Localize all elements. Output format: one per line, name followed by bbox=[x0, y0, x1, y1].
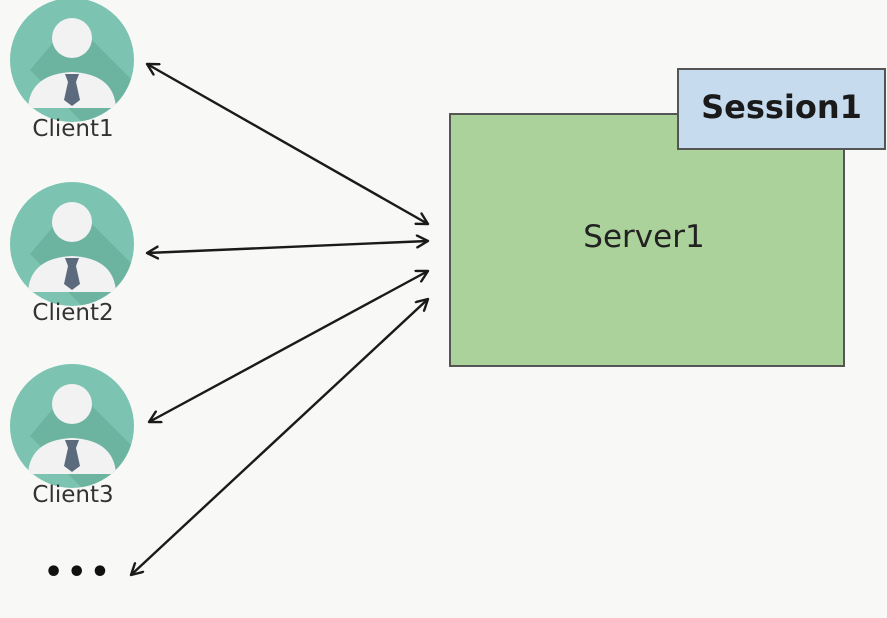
client-node-3: Client3 bbox=[0, 364, 134, 516]
client-label: Client3 bbox=[32, 482, 114, 508]
client-node-1: Client1 bbox=[0, 0, 134, 150]
arrow-client2-server bbox=[147, 241, 428, 253]
arrow-more-server bbox=[131, 299, 428, 575]
user-avatar-icon bbox=[10, 182, 134, 306]
user-avatar-icon bbox=[10, 364, 134, 488]
client-label: Client2 bbox=[32, 300, 114, 326]
session-label: Session1 bbox=[701, 88, 862, 126]
more-clients-ellipsis: ••• bbox=[44, 555, 114, 590]
session-box: Session1 bbox=[677, 68, 886, 150]
arrow-client3-server bbox=[149, 271, 428, 422]
client-node-2: Client2 bbox=[0, 182, 134, 334]
server-box: Server1 bbox=[449, 113, 845, 367]
user-avatar-icon bbox=[10, 0, 134, 122]
client-label: Client1 bbox=[32, 116, 114, 142]
arrow-client1-server bbox=[147, 64, 428, 224]
server-label: Server1 bbox=[583, 219, 705, 255]
